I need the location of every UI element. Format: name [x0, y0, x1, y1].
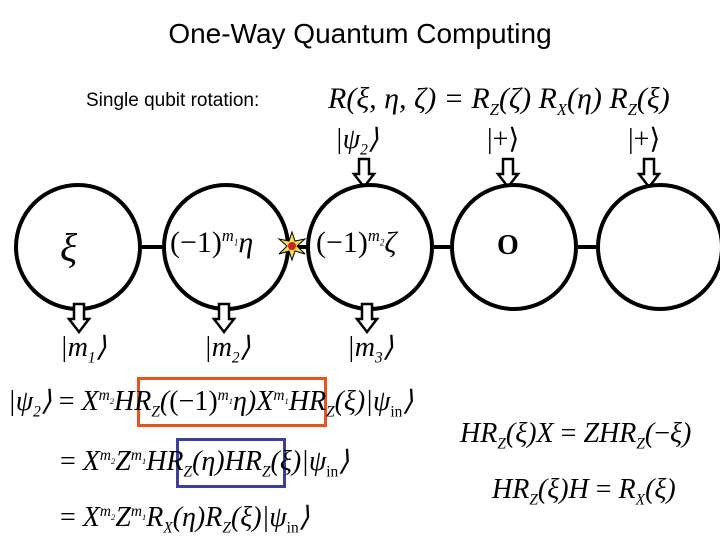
- input-state-psi2: |ψ2⟩: [335, 124, 379, 159]
- equation-line-1: |ψ2⟩ = Xm2HRZ((−1)m1η)Xm1HRZ(ξ)|ψin⟩: [8, 386, 414, 421]
- down-arrow-icon: [66, 302, 92, 335]
- input-state-plus-2: |+⟩: [628, 124, 661, 155]
- highlight-box-blue: [176, 438, 286, 488]
- entangling-link: [434, 245, 454, 249]
- entangling-link: [578, 245, 600, 249]
- qubit-4-label: O: [497, 230, 519, 261]
- rotation-formula: R(ξ, η, ζ) = RZ(ζ) RX(η) RZ(ξ): [328, 82, 670, 119]
- subtitle: Single qubit rotation:: [86, 90, 260, 111]
- entangling-link: [140, 245, 166, 249]
- qubit-3-angle: (−1)m2ζ: [316, 226, 397, 259]
- down-arrow-icon: [636, 157, 662, 190]
- spark-icon: [277, 230, 307, 262]
- measurement-m2: |m2⟩: [204, 332, 251, 367]
- input-state-plus-1: |+⟩: [487, 124, 520, 155]
- qubit-5: [596, 183, 720, 311]
- down-arrow-icon: [495, 157, 521, 190]
- highlight-box-orange: [137, 377, 327, 427]
- qubit-1-angle: ξ: [60, 225, 78, 270]
- down-arrow-icon: [351, 157, 377, 190]
- measurement-m3: |m3⟩: [347, 332, 394, 367]
- qubit-1: [14, 183, 142, 311]
- entangling-link: [290, 245, 310, 249]
- equation-line-2: = Xm2Zm1HRZ(η)HRZ(ξ)|ψin⟩: [60, 446, 350, 481]
- identity-2: HRZ(ξ)H = RX(ξ): [492, 474, 676, 509]
- slide-title: One-Way Quantum Computing: [168, 18, 552, 49]
- qubit-3: [306, 183, 434, 311]
- equation-line-3: = Xm2Zm1RX(η)RZ(ξ)|ψin⟩: [60, 502, 310, 537]
- down-arrow-icon: [211, 302, 237, 335]
- identity-1: HRZ(ξ)X = ZHRZ(−ξ): [460, 418, 692, 453]
- down-arrow-icon: [354, 302, 380, 335]
- qubit-4: [450, 183, 578, 311]
- measurement-m1: |m1⟩: [60, 332, 107, 367]
- qubit-2-angle: (−1)m1η: [170, 226, 254, 259]
